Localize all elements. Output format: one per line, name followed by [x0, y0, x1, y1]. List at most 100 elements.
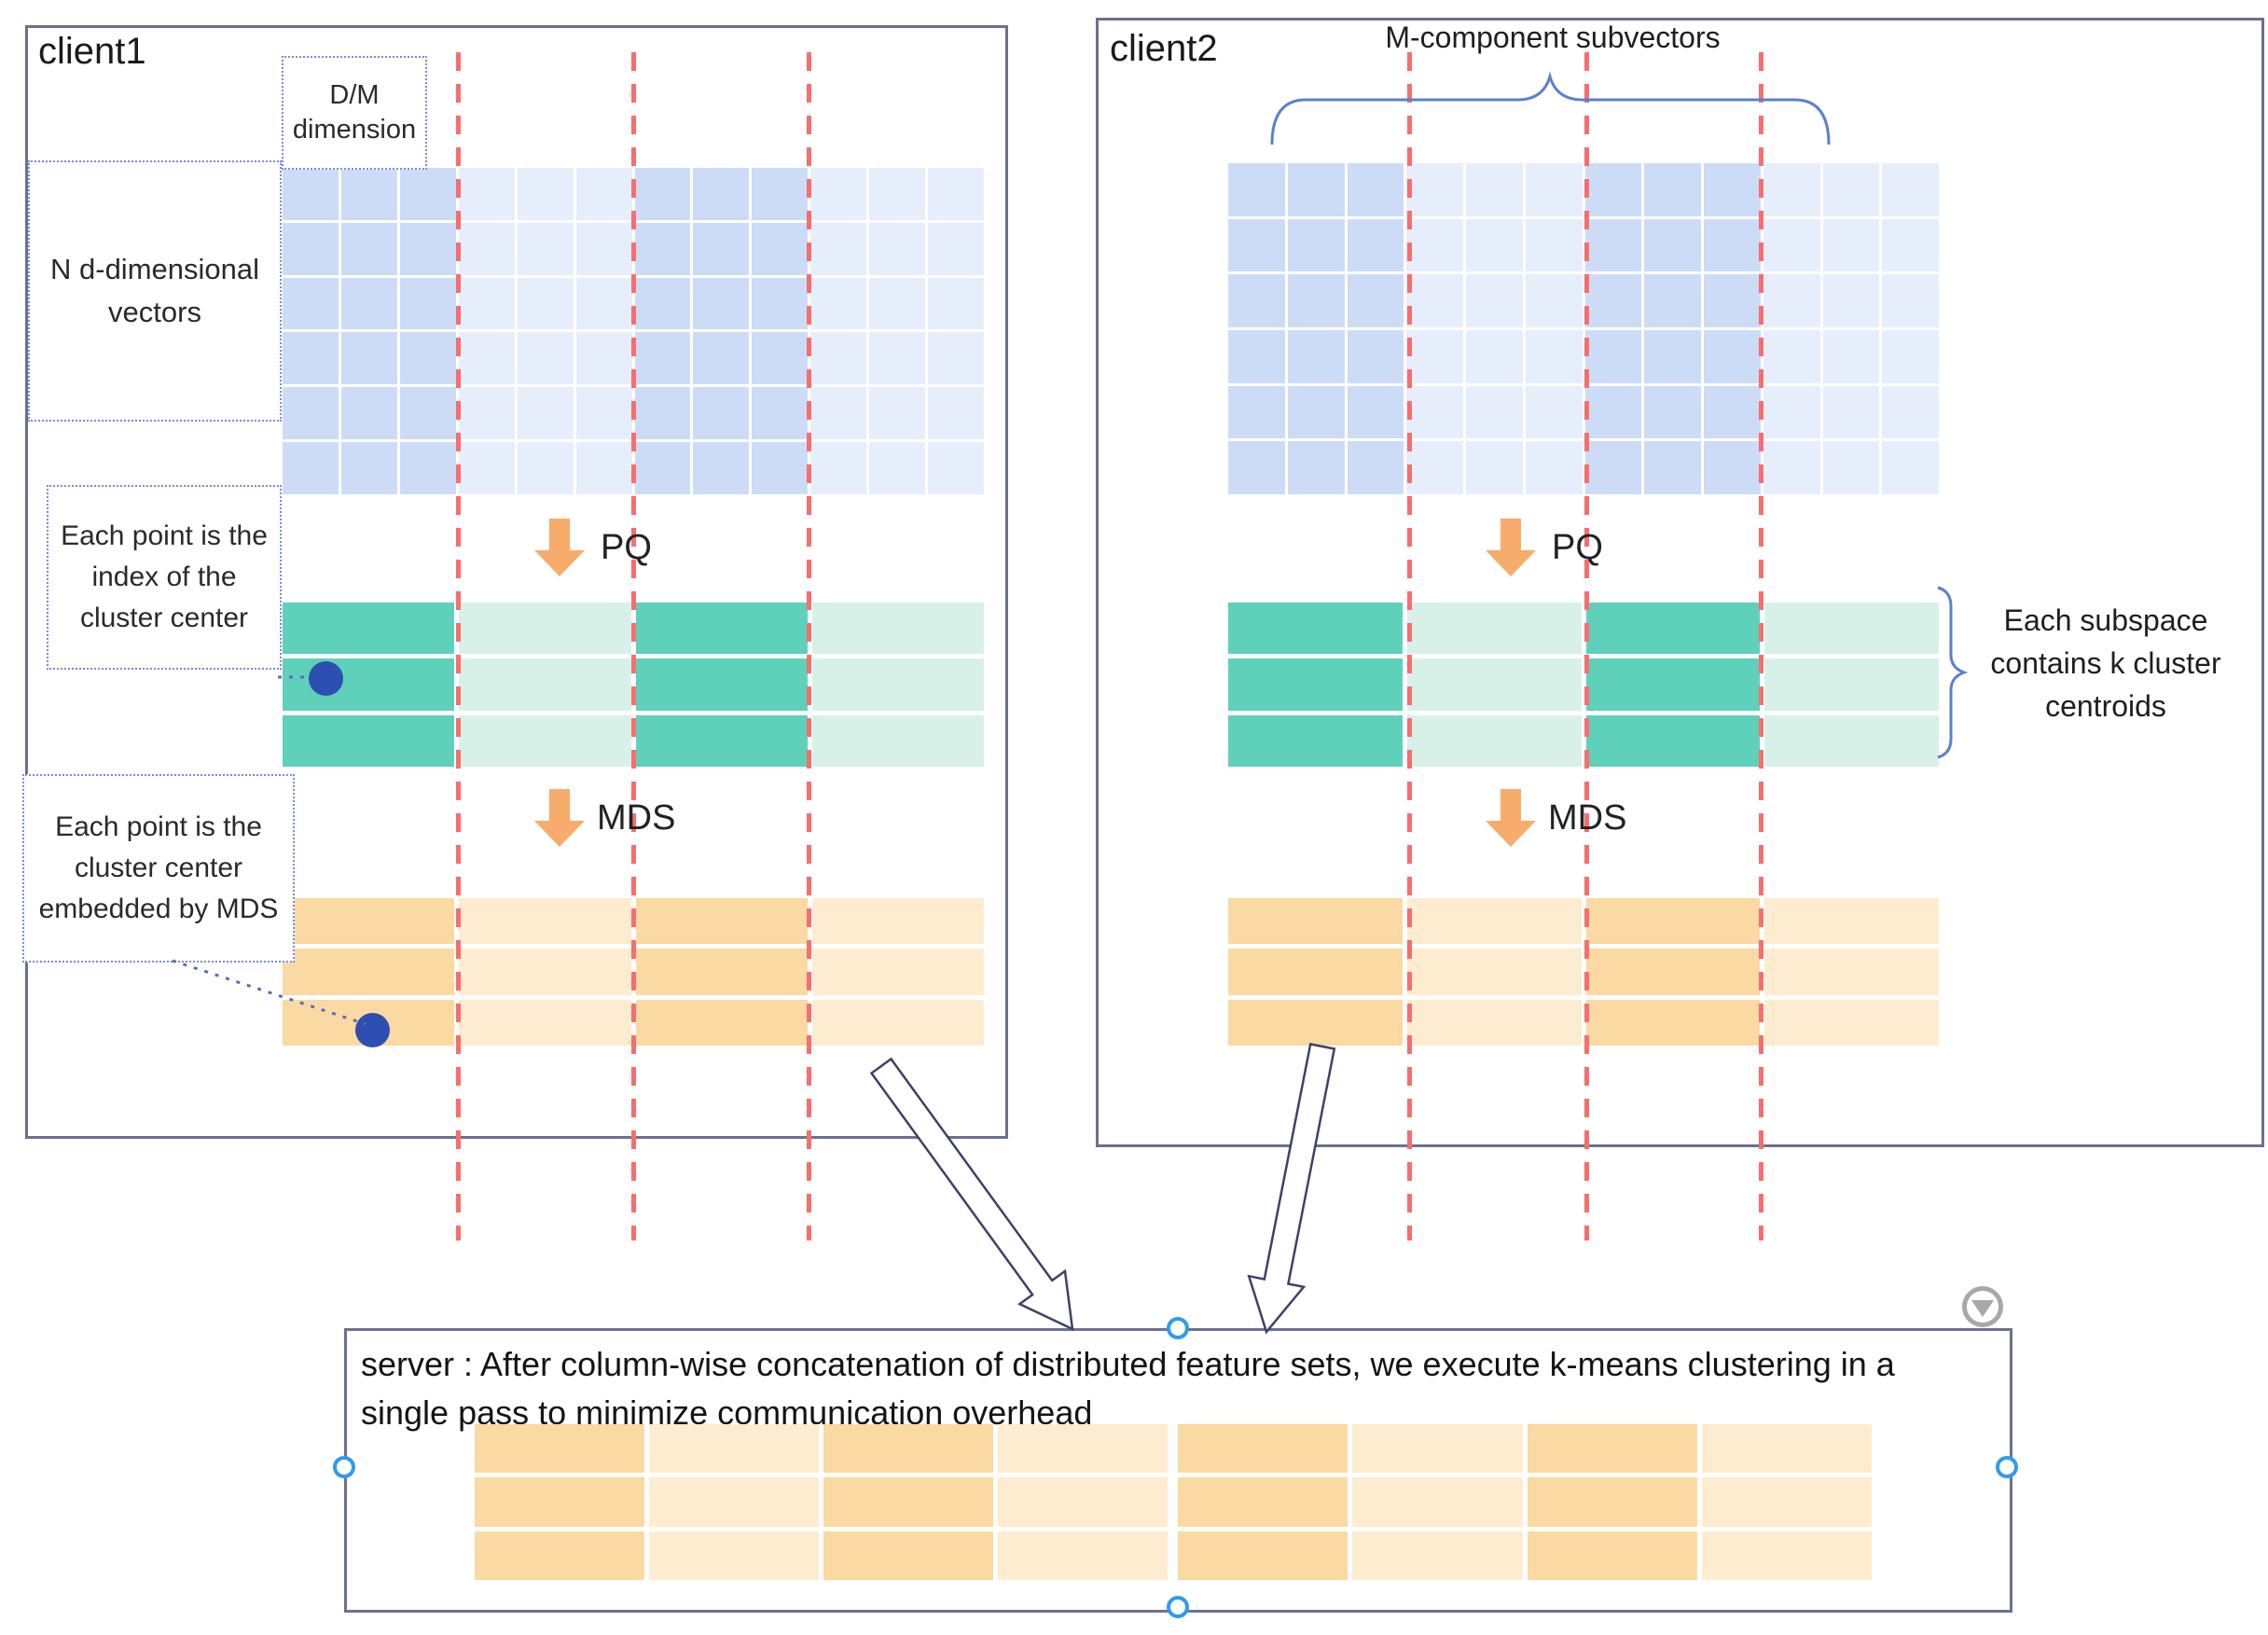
grid-cell [823, 1424, 993, 1474]
grid-cell [1228, 999, 1403, 1046]
grid-cell [517, 277, 574, 330]
grid-cell [869, 442, 926, 494]
grid-cell [1287, 385, 1345, 439]
grid-cell [575, 277, 632, 330]
grid-cell [1764, 898, 1939, 945]
grid-cell [1527, 1477, 1697, 1527]
grid-cell [1347, 274, 1404, 327]
grid-cell [1352, 1531, 1523, 1580]
grid-cell [869, 332, 926, 385]
grid-cell [517, 332, 574, 385]
grid-cell [1701, 1424, 1872, 1474]
grid-cell [635, 714, 808, 767]
selection-handle-right[interactable] [1996, 1456, 2018, 1478]
client1-vectors-grid [283, 168, 984, 494]
grid-cell [1704, 163, 1761, 216]
grid-cell [811, 714, 984, 767]
grid-cell [1585, 949, 1761, 995]
grid-cell [1764, 714, 1939, 767]
grid-cell [575, 168, 632, 220]
selection-handle-top[interactable] [1167, 1317, 1189, 1339]
chevron-down-icon [1971, 1299, 1994, 1317]
client2-subvector-divider-2 [1584, 52, 1589, 1240]
grid-cell [928, 222, 984, 275]
grid-cell [1228, 218, 1285, 272]
grid-cell [1466, 274, 1523, 327]
grid-cell [575, 442, 632, 494]
grid-cell [693, 332, 750, 385]
grid-cell [1406, 898, 1582, 945]
grid-cell [634, 222, 691, 275]
grid-cell [517, 442, 574, 494]
grid-cell [634, 168, 691, 220]
client1-centroids-grid [283, 603, 984, 767]
grid-cell [1525, 385, 1583, 439]
grid-cell [928, 332, 984, 385]
grid-cell [1228, 163, 1285, 216]
grid-cell [869, 168, 926, 220]
grid-cell [1347, 163, 1404, 216]
grid-cell [693, 277, 750, 330]
grid-cell [575, 332, 632, 385]
grid-cell [1644, 330, 1701, 383]
server-caption: server : After column-wise concatenation… [361, 1340, 2002, 1437]
cluster-index-dot [309, 661, 343, 696]
grid-cell [1228, 441, 1285, 494]
grid-cell [458, 168, 515, 220]
grid-cell [1287, 330, 1345, 383]
grid-cell [1406, 714, 1582, 767]
grid-cell [283, 332, 339, 385]
grid-cell [1406, 603, 1582, 655]
grid-cell [1882, 274, 1939, 327]
embed-note-box: Each point is the cluster center embedde… [22, 774, 295, 963]
grid-cell [752, 332, 809, 385]
client2-vectors-grid [1228, 163, 1939, 494]
grid-cell [399, 387, 456, 440]
grid-cell [1822, 163, 1880, 216]
grid-cell [1525, 330, 1583, 383]
collapse-circle-button[interactable] [1962, 1286, 2003, 1327]
grid-cell [1527, 1531, 1697, 1580]
selection-handle-left[interactable] [333, 1456, 355, 1478]
grid-cell [1287, 274, 1345, 327]
grid-cell [1406, 274, 1463, 327]
grid-cell [1525, 274, 1583, 327]
grid-cell [1585, 898, 1761, 945]
grid-cell [634, 277, 691, 330]
grid-cell [1882, 218, 1939, 272]
grid-cell [635, 603, 808, 655]
client2-title: client2 [1110, 28, 1218, 69]
grid-cell [752, 168, 809, 220]
grid-cell [458, 222, 515, 275]
client1-mds-label: MDS [597, 798, 676, 838]
grid-cell [1584, 441, 1642, 494]
grid-cell [635, 949, 808, 995]
grid-cell [575, 222, 632, 275]
grid-cell [458, 442, 515, 494]
grid-cell [1347, 441, 1404, 494]
grid-cell [869, 277, 926, 330]
grid-cell [1822, 385, 1880, 439]
selection-handle-bottom[interactable] [1167, 1596, 1189, 1618]
grid-cell [1822, 330, 1880, 383]
grid-cell [1525, 163, 1583, 216]
server-caption-line1: server : After column-wise concatenation… [361, 1345, 1895, 1383]
grid-cell [928, 277, 984, 330]
grid-cell [283, 387, 339, 440]
grid-cell [283, 442, 339, 494]
grid-cell [1644, 274, 1701, 327]
grid-cell [1178, 1424, 1348, 1474]
grid-cell [399, 222, 456, 275]
grid-cell [1704, 385, 1761, 439]
grid-cell [1466, 330, 1523, 383]
grid-cell [1352, 1477, 1523, 1527]
embedded-center-dot [355, 1013, 390, 1047]
grid-cell [1882, 330, 1939, 383]
grid-cell [1704, 441, 1761, 494]
grid-cell [649, 1531, 819, 1580]
grid-cell [810, 442, 867, 494]
grid-cell [1406, 999, 1582, 1046]
grid-cell [752, 442, 809, 494]
grid-cell [459, 714, 631, 767]
grid-cell [634, 442, 691, 494]
